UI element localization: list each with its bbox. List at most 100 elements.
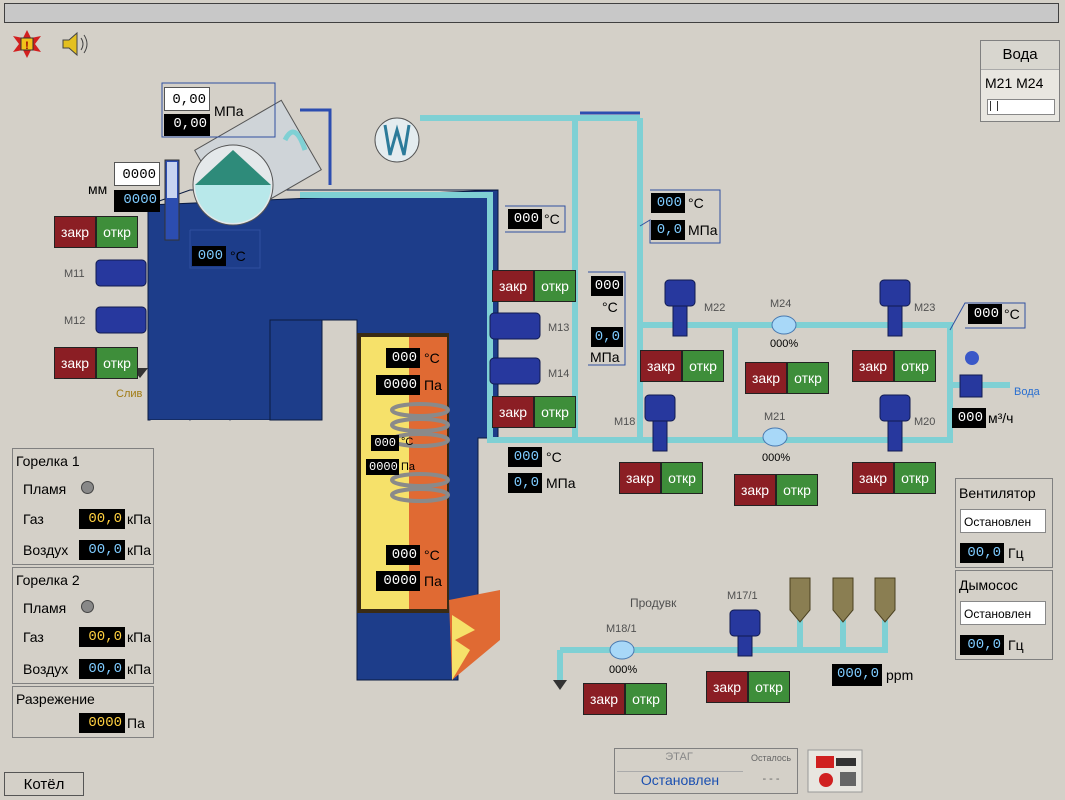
close-button-m11[interactable]: закр	[54, 216, 96, 248]
burner1-air-unit: кПа	[127, 542, 151, 558]
furnace-p3-unit: Па	[424, 573, 442, 589]
burner2-gas-unit: кПа	[127, 629, 151, 645]
furnace-t2-unit: °C	[401, 436, 414, 448]
vacuum-panel: Разрежение 0000 Па	[12, 686, 154, 738]
slider-thumb[interactable]	[990, 101, 998, 111]
vacuum-unit: Па	[127, 715, 145, 731]
burner2-flame-label: Пламя	[23, 600, 67, 616]
flow-label: Вода	[1014, 386, 1040, 398]
blowdown-label: Продувк	[630, 596, 677, 610]
close-button-m18-1[interactable]: закр	[583, 683, 625, 715]
line-bottom-temp-unit: °C	[546, 449, 562, 465]
exhaust-title: Дымосос	[959, 577, 1018, 593]
open-button-m18-1[interactable]: откр	[625, 683, 667, 715]
close-button-m14[interactable]: закр	[492, 396, 534, 428]
exhaust-value: 00,0	[960, 635, 1004, 655]
furnace-p3-value: 0000	[376, 571, 420, 591]
open-button-m22[interactable]: откр	[682, 350, 724, 382]
open-button-m18[interactable]: откр	[661, 462, 703, 494]
valve-label-m23: M23	[914, 302, 936, 314]
alarm-icon[interactable]: !	[12, 30, 42, 58]
close-button-m22[interactable]: закр	[640, 350, 682, 382]
svg-text:!: !	[25, 40, 29, 52]
line-bottom-temp-value: 000	[508, 447, 542, 467]
close-button-m18[interactable]: закр	[619, 462, 661, 494]
close-button-m23[interactable]: закр	[852, 350, 894, 382]
open-button-m20[interactable]: откр	[894, 462, 936, 494]
open-button-m24[interactable]: откр	[787, 362, 829, 394]
fan-title: Вентилятор	[959, 485, 1036, 501]
drum-level-input[interactable]: 0000	[114, 162, 160, 186]
burner1-gas-value: 00,0	[79, 509, 125, 529]
furnace-t1-unit: °C	[424, 350, 440, 366]
valve-label-m14: M14	[548, 368, 570, 380]
open-button-m21[interactable]: откр	[776, 474, 818, 506]
furnace-p1-unit: Па	[424, 377, 442, 393]
furnace-t3-value: 000	[386, 545, 420, 565]
open-button-m12[interactable]: откр	[96, 347, 138, 379]
burner2-gas-value: 00,0	[79, 627, 125, 647]
close-button-m20[interactable]: закр	[852, 462, 894, 494]
drum-level-unit: мм	[88, 181, 108, 197]
burner2-flame-indicator	[81, 600, 94, 613]
line-bottom-press-unit: МПа	[546, 475, 576, 491]
burner1-gas-label: Газ	[23, 511, 44, 527]
close-button-m17-1[interactable]: закр	[706, 671, 748, 703]
furnace-t1-value: 000	[386, 348, 420, 368]
open-button-m13[interactable]: откр	[534, 270, 576, 302]
fan-status: Остановлен	[960, 509, 1046, 533]
burner2-gas-label: Газ	[23, 629, 44, 645]
valve-label-m13: M13	[548, 322, 570, 334]
speaker-icon[interactable]	[60, 30, 90, 58]
furnace-p1-value: 0000	[376, 375, 420, 395]
drain-label: Слив	[116, 388, 143, 400]
line-mid-temp-unit: °C	[602, 299, 618, 315]
open-button-m11[interactable]: откр	[96, 216, 138, 248]
close-button-m12[interactable]: закр	[54, 347, 96, 379]
burner1-title: Горелка 1	[16, 453, 80, 469]
drum-level-value: 0000	[114, 190, 160, 212]
drum-pressure-input[interactable]: 0,00	[164, 87, 210, 111]
water-selector-options: M21 M24	[985, 75, 1044, 91]
stage-control-icon[interactable]	[806, 748, 864, 794]
ppm-unit: ppm	[886, 667, 914, 683]
stage-status: Остановлен	[617, 771, 743, 788]
valve-label-m17-1: M17/1	[727, 590, 758, 602]
drum-temp-unit: °C	[230, 248, 246, 264]
open-button-m23[interactable]: откр	[894, 350, 936, 382]
exhaust-panel: Дымосос Остановлен 00,0 Гц	[955, 570, 1053, 660]
line-mid-press-unit: МПа	[590, 349, 620, 365]
right-temp-value: 000	[968, 304, 1002, 324]
open-button-m17-1[interactable]: откр	[748, 671, 790, 703]
furnace-t2-value: 000	[371, 435, 399, 451]
burner1-flame-indicator	[81, 481, 94, 494]
line-bottom-press-value: 0,0	[508, 473, 542, 493]
close-button-m24[interactable]: закр	[745, 362, 787, 394]
boiler-top-temp-value: 000	[508, 209, 542, 229]
line-top-temp-unit: °C	[688, 195, 704, 211]
burner1-gas-unit: кПа	[127, 511, 151, 527]
valve-label-m18-1: M18/1	[606, 623, 637, 635]
valve-pct-m18-1: 000%	[609, 664, 638, 676]
fan-value: 00,0	[960, 543, 1004, 563]
flow-unit: м³/ч	[988, 410, 1014, 426]
top-bar	[4, 3, 1059, 23]
burner2-air-value: 00,0	[79, 659, 125, 679]
valve-label-m24: M24	[770, 298, 792, 310]
stage-header: ЭТАГ	[665, 751, 693, 763]
drum-pressure-value: 0,00	[164, 114, 210, 136]
exhaust-unit: Гц	[1008, 637, 1024, 653]
valve-pct-m21: 000%	[762, 452, 791, 464]
close-button-m13[interactable]: закр	[492, 270, 534, 302]
open-button-m14[interactable]: откр	[534, 396, 576, 428]
water-selector-slider[interactable]	[987, 99, 1055, 115]
valve-label-m18: M18	[614, 416, 636, 428]
valve-label-m22: M22	[704, 302, 726, 314]
burner1-air-value: 00,0	[79, 540, 125, 560]
tab-boiler[interactable]: Котёл	[4, 772, 84, 796]
valve-label-m11: M11	[64, 268, 85, 280]
valve-label-m12: M12	[64, 315, 86, 327]
close-button-m21[interactable]: закр	[734, 474, 776, 506]
burner2-title: Горелка 2	[16, 572, 80, 588]
furnace-p2-value: 0000	[366, 459, 399, 475]
